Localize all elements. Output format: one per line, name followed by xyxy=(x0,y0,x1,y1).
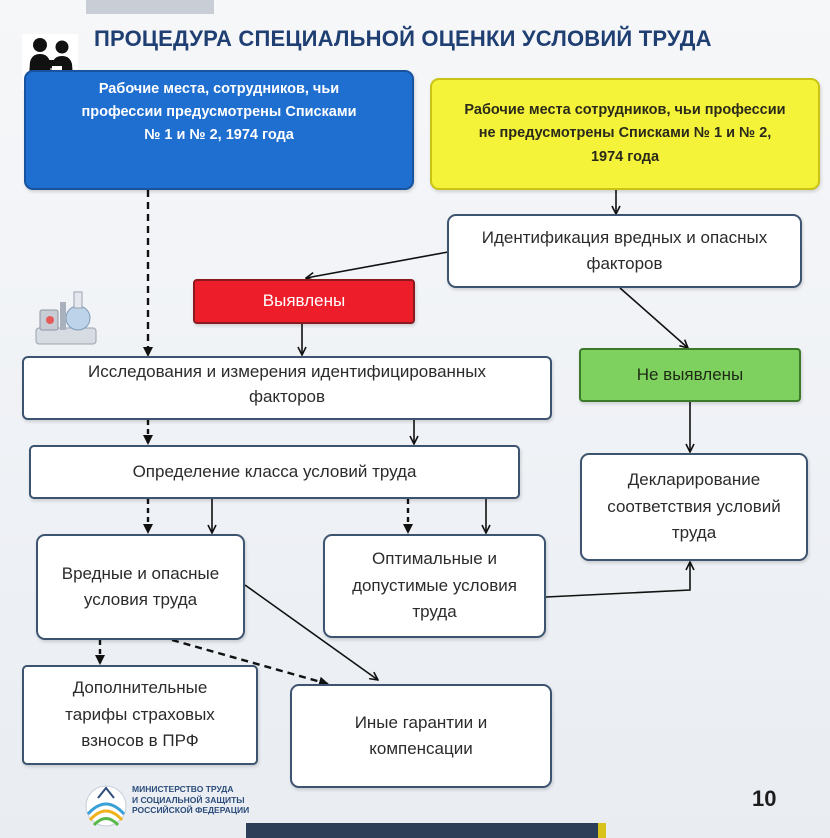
listed-workplaces-line: № 1 и № 2, 1974 года xyxy=(144,127,294,144)
identification-line: Идентификация вредных и опасных xyxy=(481,227,768,247)
arrow-identification-to-not-detected xyxy=(619,287,688,348)
top-decor-bar xyxy=(86,0,214,14)
additional-tariffs-line: взносов в ПРФ xyxy=(81,731,199,751)
other-guarantees-box: Иные гарантии и компенсации xyxy=(290,684,552,788)
unlisted-workplaces-line: 1974 года xyxy=(590,148,660,165)
bottom-bar-accent xyxy=(598,823,606,838)
page-number: 10 xyxy=(752,786,777,811)
research-line: Исследования и измерения идентифицирован… xyxy=(87,362,487,381)
additional-tariffs-line: Дополнительные xyxy=(72,678,208,698)
unlisted-workplaces-line: Рабочие места сотрудников, чьи профессии xyxy=(464,102,786,119)
detected-label: Выявлены xyxy=(262,291,346,311)
ministry-name-line: МИНИСТЕРСТВО ТРУДА xyxy=(132,784,234,794)
page-title: ПРОЦЕДУРА СПЕЦИАЛЬНОЙ ОЦЕНКИ УСЛОВИЙ ТРУ… xyxy=(94,26,712,51)
additional-tariffs-line: тарифы страховых xyxy=(65,704,215,724)
identification-box: Идентификация вредных и опасных факторов xyxy=(447,214,802,288)
optimal-conditions-line: труда xyxy=(412,602,457,622)
not-detected-box: Не выявлены xyxy=(579,348,801,402)
optimal-conditions-box: Оптимальные и допустимые условия труда xyxy=(323,534,546,638)
harmful-conditions-box: Вредные и опасные условия труда xyxy=(36,534,245,640)
listed-workplaces-line: профессии предусмотрены Списками xyxy=(81,104,357,121)
other-guarantees-line: Иные гарантии и xyxy=(354,712,488,732)
other-guarantees-line: компенсации xyxy=(369,739,473,758)
arrow-identification-to-detected xyxy=(306,251,449,278)
laboratory-equipment-icon xyxy=(35,291,97,345)
detected-box: Выявлены xyxy=(193,279,415,324)
ministry-name: МИНИСТЕРСТВО ТРУДА И СОЦИАЛЬНОЙ ЗАЩИТЫ Р… xyxy=(132,784,252,816)
arrow-optimal-to-declaration xyxy=(545,562,690,598)
not-detected-label: Не выявлены xyxy=(636,364,744,384)
arrow-harmful-to-guarantees-dashed xyxy=(171,638,329,687)
ministry-logo-icon xyxy=(85,785,127,827)
unlisted-workplaces-box: Рабочие места сотрудников, чьи профессии… xyxy=(430,78,820,190)
optimal-conditions-line: Оптимальные и xyxy=(372,549,497,569)
additional-tariffs-box: Дополнительные тарифы страховых взносов … xyxy=(22,665,258,765)
research-line: факторов xyxy=(248,386,326,406)
identification-line: факторов xyxy=(586,254,663,273)
optimal-conditions-line: допустимые условия xyxy=(352,575,517,595)
ministry-name-line: РОССИЙСКОЙ ФЕДЕРАЦИИ xyxy=(132,805,250,816)
declaration-line: соответствия условий xyxy=(607,496,781,516)
class-determination-box: Определение класса условий труда xyxy=(29,445,520,499)
declaration-line: труда xyxy=(671,523,717,543)
harmful-conditions-line: Вредные и опасные xyxy=(61,563,220,583)
listed-workplaces-box: Рабочие места, сотрудников, чьи професси… xyxy=(24,70,414,190)
class-determination-label: Определение класса условий труда xyxy=(132,461,417,481)
ministry-name-line: И СОЦИАЛЬНОЙ ЗАЩИТЫ xyxy=(132,794,245,805)
declaration-line: Декларирование xyxy=(627,470,761,490)
bottom-decor-bar xyxy=(246,823,606,838)
unlisted-workplaces-line: не предусмотрены Списками № 1 и № 2, xyxy=(478,125,772,142)
listed-workplaces-line: Рабочие места, сотрудников, чьи xyxy=(98,81,340,97)
declaration-box: Декларирование соответствия условий труд… xyxy=(580,453,808,561)
arrow-harmful-to-guarantees xyxy=(244,584,378,680)
harmful-conditions-line: условия труда xyxy=(83,590,198,609)
research-box: Исследования и измерения идентифицирован… xyxy=(22,356,552,420)
